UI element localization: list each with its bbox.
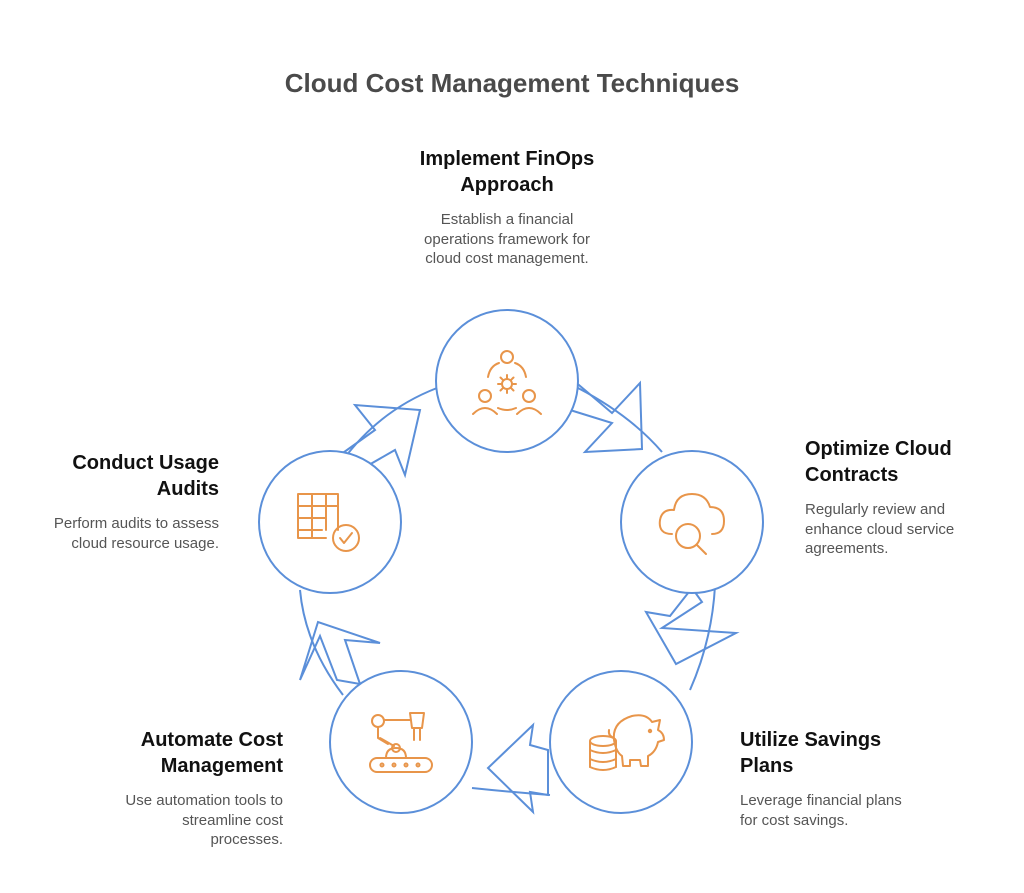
stage-desc-line: agreements. <box>805 540 889 557</box>
ring-arc-savings-automation <box>471 787 551 796</box>
stage-title: Utilize Savings Plans <box>740 727 970 779</box>
stage-description: Leverage financial plans for cost saving… <box>740 791 970 830</box>
stage-desc-line: operations framework for <box>424 230 590 248</box>
stage-desc-line: processes. <box>210 831 283 848</box>
stage-title-line: Approach <box>460 174 554 196</box>
ring-arc-contracts-savings <box>689 585 716 691</box>
stage-title: Automate Cost Management <box>63 727 283 779</box>
stage-title-line: Audits <box>156 478 219 500</box>
stage-automation: Automate Cost Management Use automation … <box>63 727 283 850</box>
stage-description: Establish a financial operations framewo… <box>392 210 622 269</box>
stage-description: Regularly review and enhance cloud servi… <box>805 500 1015 559</box>
stage-title: Implement FinOps Approach <box>392 146 622 198</box>
stage-title: Conduct Usage Audits <box>0 450 219 502</box>
arrow-contracts-to-savings <box>644 586 740 666</box>
stage-title: Optimize Cloud Contracts <box>805 436 1015 488</box>
stage-description: Perform audits to assess cloud resource … <box>0 514 219 553</box>
stage-title-line: Automate Cost <box>140 729 283 751</box>
stage-title-line: Contracts <box>805 464 899 486</box>
arrow-finops-to-contracts <box>568 378 644 454</box>
team-gear-icon <box>472 350 542 415</box>
stage-desc-line: cloud cost management. <box>425 250 589 267</box>
robot-arm-conveyor-icon <box>369 712 433 773</box>
node-circle-contracts <box>620 450 764 594</box>
stage-desc-line: Perform audits to assess <box>53 515 219 532</box>
ring-arc-audits-finops <box>342 387 438 461</box>
stage-title-line: Optimize Cloud <box>805 438 952 460</box>
stage-desc-line: Leverage financial plans <box>740 792 902 809</box>
stage-desc-line: streamline cost <box>182 811 283 829</box>
stage-desc-line: Establish a financial <box>440 211 574 228</box>
node-circle-savings <box>549 670 693 814</box>
node-circle-audits <box>258 450 402 594</box>
cloud-search-icon <box>658 493 725 555</box>
stage-finops: Implement FinOps Approach Establish a fi… <box>392 146 622 269</box>
stage-title-line: Implement FinOps <box>419 148 595 170</box>
table-check-icon <box>297 493 360 552</box>
node-circle-finops <box>435 309 579 453</box>
stage-title-line: Plans <box>740 755 794 777</box>
arrow-automation-to-audits <box>299 620 381 686</box>
stage-desc-line: Regularly review and <box>805 501 946 518</box>
ring-arc-automation-audits <box>299 589 344 696</box>
stage-audits: Conduct Usage Audits Perform audits to a… <box>0 450 219 553</box>
stage-title-line: Management <box>160 755 283 777</box>
stage-desc-line: Use automation tools to <box>125 792 283 809</box>
piggy-bank-coins-icon <box>589 714 665 771</box>
arrow-savings-to-automation <box>486 722 549 815</box>
stage-desc-line: for cost savings. <box>740 811 849 829</box>
stage-description: Use automation tools to streamline cost … <box>63 791 283 850</box>
stage-savings: Utilize Savings Plans Leverage financial… <box>740 727 970 830</box>
stage-desc-line: cloud resource usage. <box>71 534 219 552</box>
node-circle-automation <box>329 670 473 814</box>
stage-contracts: Optimize Cloud Contracts Regularly revie… <box>805 436 1015 559</box>
stage-title-line: Utilize Savings <box>740 729 882 751</box>
diagram-title: Cloud Cost Management Techniques <box>284 68 740 98</box>
stage-desc-line: enhance cloud service <box>805 520 955 538</box>
ring-arc-finops-contracts <box>577 387 663 453</box>
stage-title-line: Conduct Usage <box>72 452 219 474</box>
